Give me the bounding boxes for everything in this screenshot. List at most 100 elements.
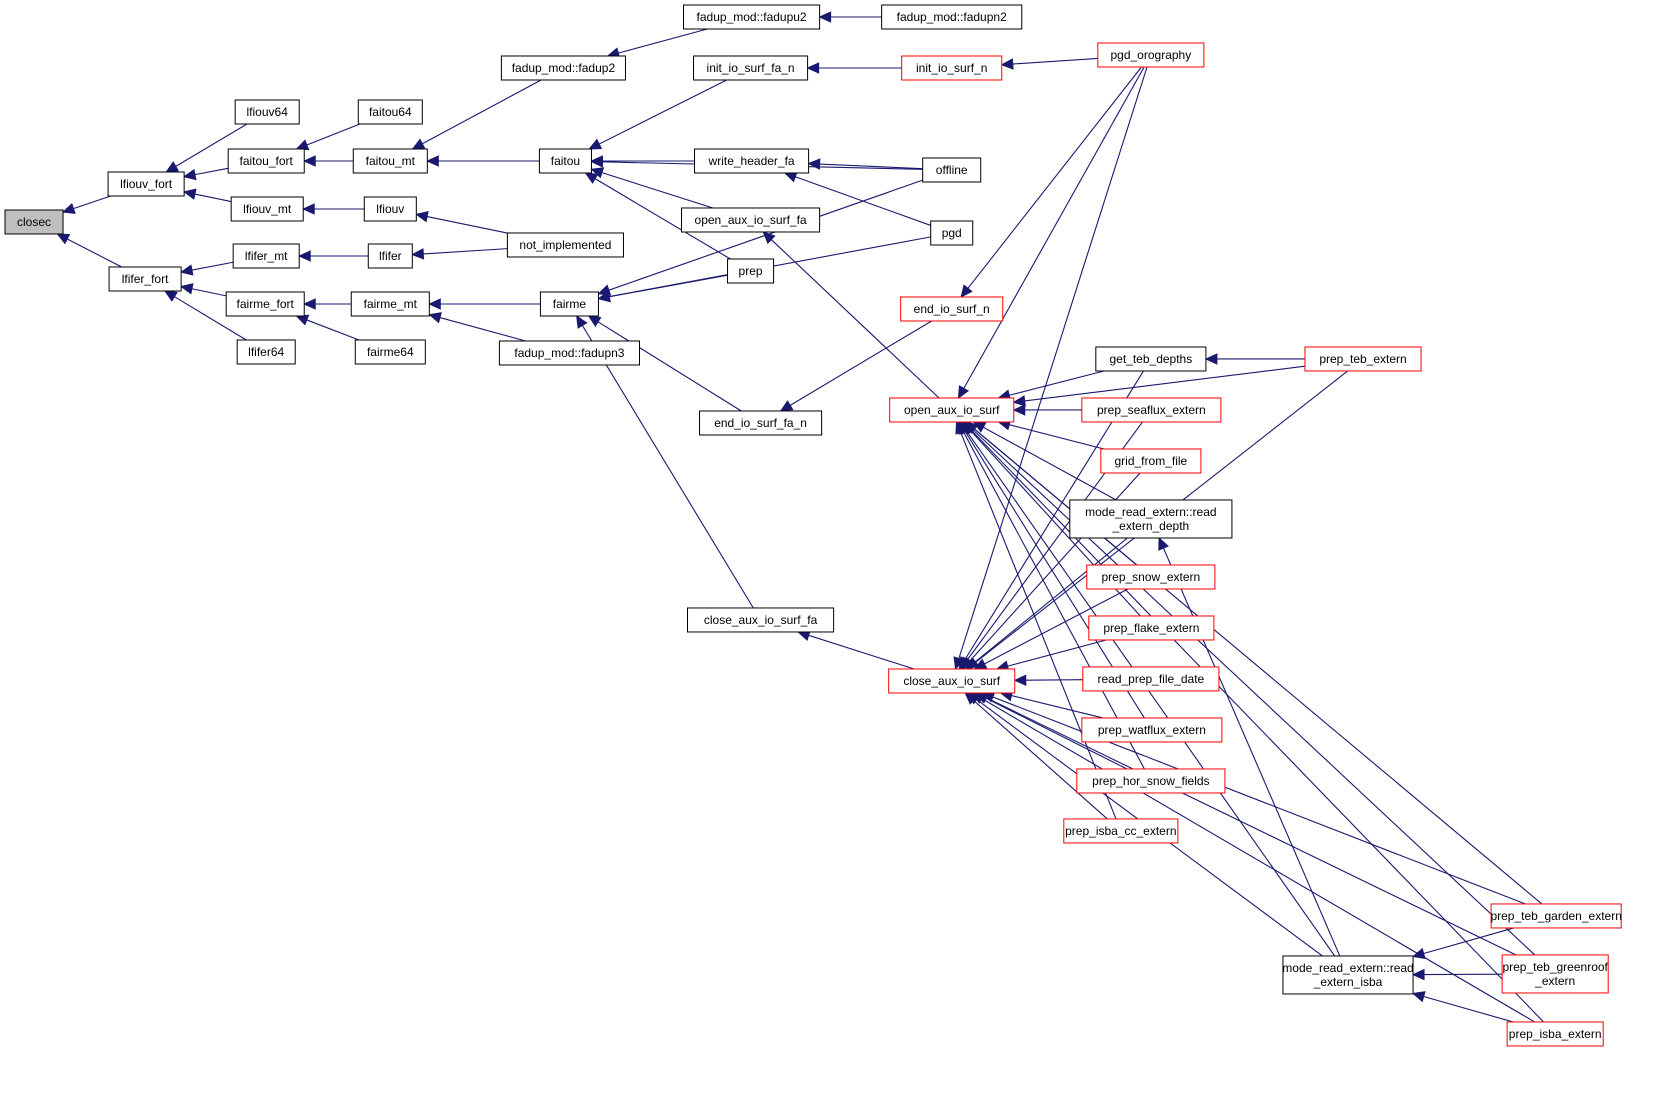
node-box[interactable] [107, 171, 185, 197]
node-read-prep-file-date[interactable]: read_prep_file_date [1082, 666, 1220, 692]
node-end-io-surf-n[interactable]: end_io_surf_n [900, 296, 1004, 322]
node-box[interactable] [4, 209, 64, 235]
node-box[interactable] [1081, 397, 1222, 423]
node-prep-teb-greenroof-extern[interactable]: prep_teb_greenroof_extern [1501, 954, 1609, 994]
node-prep[interactable]: prep [727, 258, 775, 284]
node-box[interactable] [681, 207, 821, 233]
node-box[interactable] [922, 157, 982, 183]
node-lfiouv[interactable]: lfiouv [363, 196, 417, 222]
node-lfifer-fort[interactable]: lfifer_fort [108, 266, 182, 292]
node-box[interactable] [230, 196, 304, 222]
node-box[interactable] [889, 397, 1015, 423]
node-fairme-fort[interactable]: fairme_fort [225, 291, 305, 317]
node-offline[interactable]: offline [922, 157, 982, 183]
node-prep-isba-extern[interactable]: prep_isba_extern [1506, 1021, 1604, 1047]
node-box[interactable] [1069, 499, 1233, 539]
node-prep-isba-cc-extern[interactable]: prep_isba_cc_extern [1063, 818, 1179, 844]
node-box[interactable] [1095, 346, 1207, 372]
node-box[interactable] [236, 339, 296, 365]
node-faitou[interactable]: faitou [538, 148, 592, 174]
node-box[interactable] [1282, 955, 1414, 995]
node-init-io-surf-fa-n[interactable]: init_io_surf_fa_n [693, 55, 809, 81]
node-end-io-surf-fa-n[interactable]: end_io_surf_fa_n [699, 410, 823, 436]
node-box[interactable] [1304, 346, 1422, 372]
node-prep-flake-extern[interactable]: prep_flake_extern [1088, 615, 1215, 641]
node-box[interactable] [225, 291, 305, 317]
node-box[interactable] [350, 291, 430, 317]
node-box[interactable] [699, 410, 823, 436]
node-prep-seaflux-extern[interactable]: prep_seaflux_extern [1081, 397, 1222, 423]
node-box[interactable] [727, 258, 775, 284]
node-prep-teb-extern[interactable]: prep_teb_extern [1304, 346, 1422, 372]
node-box[interactable] [1506, 1021, 1604, 1047]
node-lfiouv64[interactable]: lfiouv64 [234, 99, 300, 125]
node-box[interactable] [1490, 903, 1622, 929]
node-close-aux-io-surf[interactable]: close_aux_io_surf [888, 668, 1016, 694]
node-box[interactable] [352, 148, 428, 174]
node-faitou-fort[interactable]: faitou_fort [227, 148, 305, 174]
node-fairme64[interactable]: fairme64 [354, 339, 426, 365]
node-box[interactable] [1081, 717, 1223, 743]
node-box[interactable] [498, 340, 640, 366]
node-prep-hor-snow-fields[interactable]: prep_hor_snow_fields [1076, 768, 1226, 794]
node-faitou64[interactable]: faitou64 [357, 99, 423, 125]
node-open-aux-io-surf[interactable]: open_aux_io_surf [889, 397, 1015, 423]
node-box[interactable] [538, 148, 592, 174]
node-lfifer[interactable]: lfifer [367, 243, 413, 269]
node-box[interactable] [1063, 818, 1179, 844]
node-lfiouv-mt[interactable]: lfiouv_mt [230, 196, 304, 222]
node-fairme[interactable]: fairme [539, 291, 599, 317]
node-read-extern-depth[interactable]: mode_read_extern::read_extern_depth [1069, 499, 1233, 539]
node-lfifer64[interactable]: lfifer64 [236, 339, 296, 365]
node-box[interactable] [354, 339, 426, 365]
node-box[interactable] [500, 55, 626, 81]
node-get-teb-depths[interactable]: get_teb_depths [1095, 346, 1207, 372]
node-box[interactable] [1076, 768, 1226, 794]
node-box[interactable] [901, 55, 1003, 81]
node-close-aux-io-surf-fa[interactable]: close_aux_io_surf_fa [687, 607, 835, 633]
node-box[interactable] [1082, 666, 1220, 692]
node-closec[interactable]: closec [4, 209, 64, 235]
node-box[interactable] [1088, 615, 1215, 641]
node-box[interactable] [683, 4, 821, 30]
node-box[interactable] [930, 220, 974, 246]
node-box[interactable] [357, 99, 423, 125]
node-box[interactable] [506, 232, 624, 258]
node-lfifer-mt[interactable]: lfifer_mt [232, 243, 300, 269]
node-fairme-mt[interactable]: fairme_mt [350, 291, 430, 317]
node-lfiouv-fort[interactable]: lfiouv_fort [107, 171, 185, 197]
node-box[interactable] [108, 266, 182, 292]
node-write-header-fa[interactable]: write_header_fa [694, 148, 810, 174]
node-fadupn2[interactable]: fadup_mod::fadupn2 [881, 4, 1023, 30]
node-box[interactable] [687, 607, 835, 633]
node-box[interactable] [1501, 954, 1609, 994]
node-prep-snow-extern[interactable]: prep_snow_extern [1086, 564, 1216, 590]
node-box[interactable] [693, 55, 809, 81]
node-fadup2[interactable]: fadup_mod::fadup2 [500, 55, 626, 81]
node-fadupn3[interactable]: fadup_mod::fadupn3 [498, 340, 640, 366]
node-box[interactable] [888, 668, 1016, 694]
node-pgd[interactable]: pgd [930, 220, 974, 246]
node-pgd-orography[interactable]: pgd_orography [1097, 42, 1205, 68]
node-box[interactable] [1086, 564, 1216, 590]
node-box[interactable] [694, 148, 810, 174]
node-open-aux-io-surf-fa[interactable]: open_aux_io_surf_fa [681, 207, 821, 233]
node-box[interactable] [234, 99, 300, 125]
node-init-io-surf-n[interactable]: init_io_surf_n [901, 55, 1003, 81]
node-box[interactable] [363, 196, 417, 222]
node-faitou-mt[interactable]: faitou_mt [352, 148, 428, 174]
node-box[interactable] [227, 148, 305, 174]
node-box[interactable] [1097, 42, 1205, 68]
node-prep-watflux-extern[interactable]: prep_watflux_extern [1081, 717, 1223, 743]
node-box[interactable] [1100, 448, 1202, 474]
node-box[interactable] [539, 291, 599, 317]
node-prep-teb-garden-extern[interactable]: prep_teb_garden_extern [1490, 903, 1622, 929]
node-box[interactable] [232, 243, 300, 269]
node-box[interactable] [900, 296, 1004, 322]
node-fadupu2[interactable]: fadup_mod::fadupu2 [683, 4, 821, 30]
node-box[interactable] [881, 4, 1023, 30]
node-not-implemented[interactable]: not_implemented [506, 232, 624, 258]
node-box[interactable] [367, 243, 413, 269]
node-read-extern-isba[interactable]: mode_read_extern::read_extern_isba [1282, 955, 1414, 995]
node-grid-from-file[interactable]: grid_from_file [1100, 448, 1202, 474]
